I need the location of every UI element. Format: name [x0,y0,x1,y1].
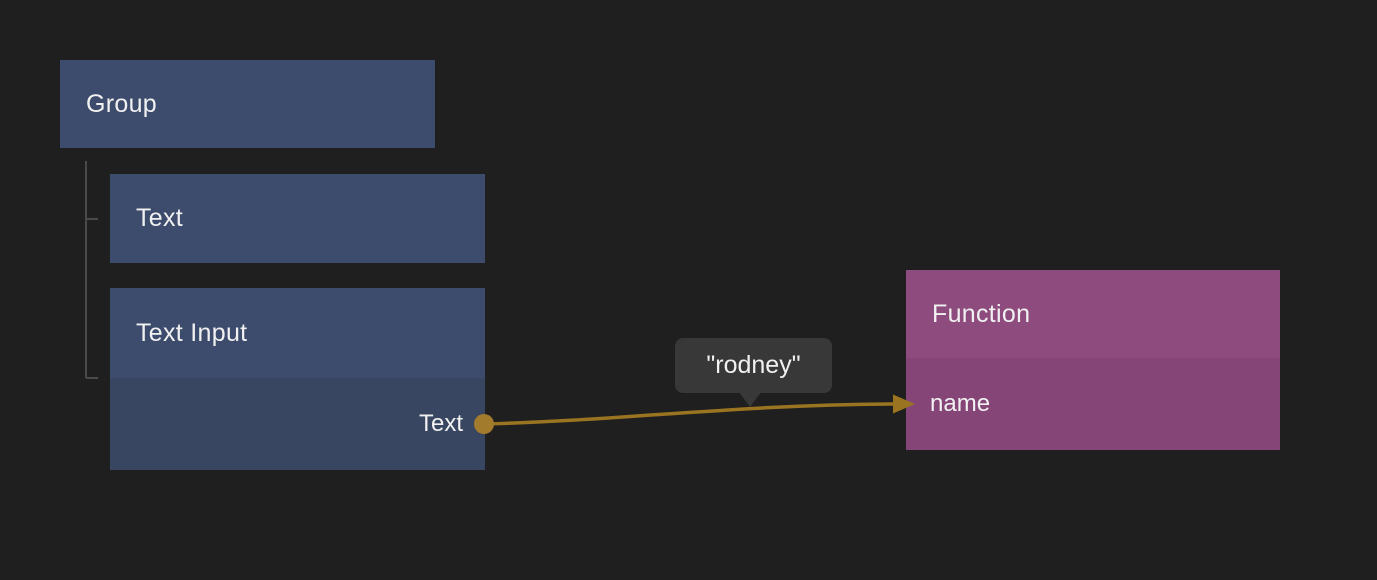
text-input-node-title: Text Input [136,318,248,347]
function-node[interactable]: Function name [906,270,1280,450]
group-node-title: Group [86,89,157,118]
group-node[interactable]: Group [60,60,435,148]
connection-wire[interactable] [483,402,898,426]
text-input-node[interactable]: Text Input Text [110,288,485,470]
text-node-title: Text [136,204,184,232]
text-node-header: Text [110,174,485,263]
input-port-row: name [906,358,1280,450]
text-input-node-header: Text Input [110,288,485,378]
group-node-header: Group [60,60,435,148]
function-node-title: Function [932,299,1031,328]
input-port-label: name [930,390,991,417]
text-node[interactable]: Text [110,174,485,263]
output-port-label: Text [418,410,463,437]
tooltip-pointer-icon [739,392,761,407]
output-port-row: Text [110,378,485,470]
value-tooltip: "rodney" [675,338,832,407]
function-node-header: Function [906,270,1280,358]
tooltip-text: "rodney" [706,351,801,379]
